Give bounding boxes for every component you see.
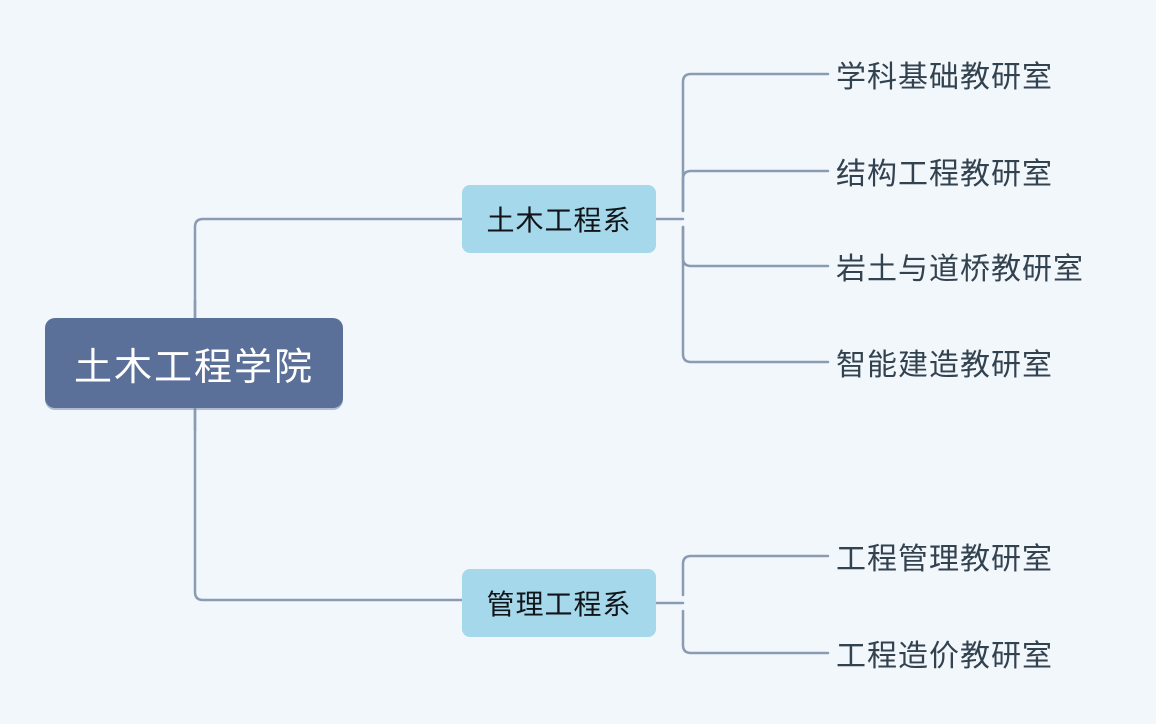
trunk-spine <box>193 217 464 602</box>
branch2-child2-link <box>681 609 830 655</box>
leaf-label: 智能建造教研室 <box>836 349 1053 382</box>
node-root-label: 土木工程学院 <box>73 346 314 389</box>
leaf-node-2-2[interactable]: 工程造价教研室 <box>836 630 1053 676</box>
leaf-label: 结构工程教研室 <box>836 158 1053 191</box>
branch1-child2-link <box>681 169 830 213</box>
leaf-label: 工程造价教研室 <box>836 640 1053 673</box>
branch1-child3-link <box>681 225 830 268</box>
node-department-management-engineering[interactable]: 管理工程系 <box>462 569 656 637</box>
leaf-node-1-4[interactable]: 智能建造教研室 <box>836 339 1053 385</box>
leaf-label: 学科基础教研室 <box>836 61 1053 94</box>
branch1-child1-link <box>681 72 830 213</box>
leaf-label: 岩土与道桥教研室 <box>836 253 1084 286</box>
branch2-child1-link <box>681 554 830 597</box>
leaf-label: 工程管理教研室 <box>836 543 1053 576</box>
leaf-node-1-2[interactable]: 结构工程教研室 <box>836 148 1053 194</box>
leaf-node-1-1[interactable]: 学科基础教研室 <box>836 51 1053 97</box>
leaf-node-1-3[interactable]: 岩土与道桥教研室 <box>836 243 1084 289</box>
node-department-civil-engineering[interactable]: 土木工程系 <box>462 185 656 253</box>
leaf-node-2-1[interactable]: 工程管理教研室 <box>836 533 1053 579</box>
node-department-label: 土木工程系 <box>486 205 632 236</box>
branch1-child4-link <box>681 225 830 364</box>
node-root[interactable]: 土木工程学院 <box>45 318 343 408</box>
node-department-label: 管理工程系 <box>486 589 632 620</box>
